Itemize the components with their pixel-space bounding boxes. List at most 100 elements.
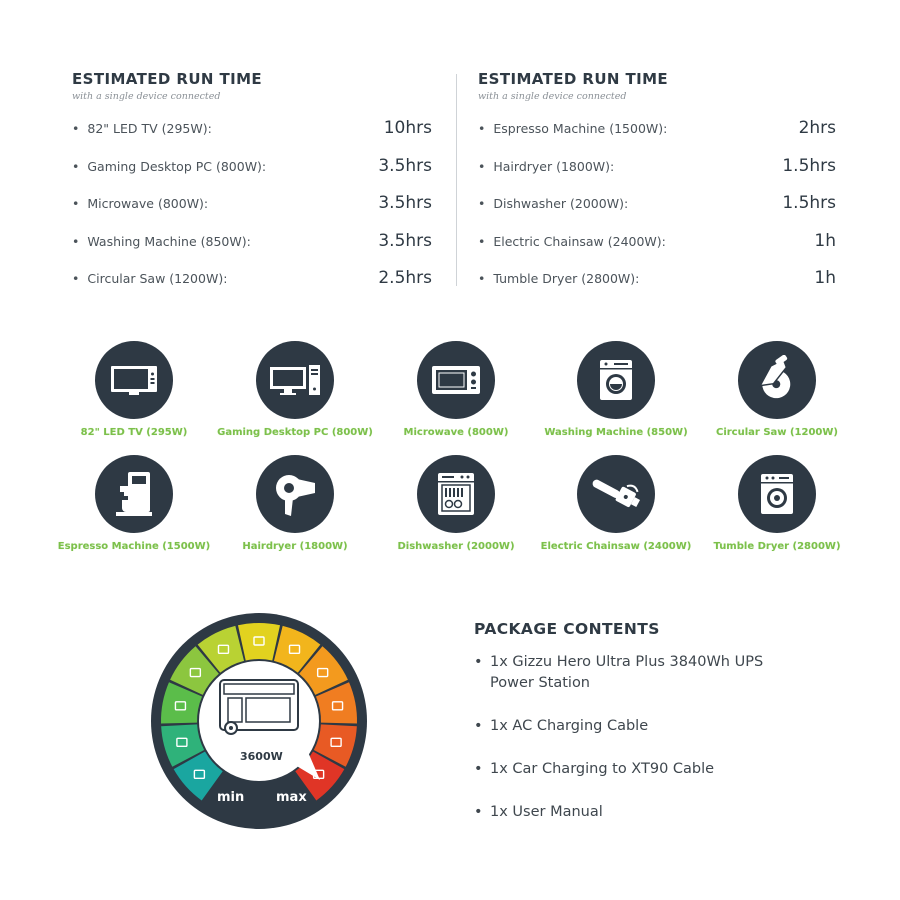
gauge-segment (237, 623, 281, 661)
device-tile-washing-machine: Washing Machine (850W) (531, 341, 701, 438)
runtime-row: Electric Chainsaw (2400W): 1h (478, 225, 836, 263)
microwave-icon (417, 341, 495, 419)
device-name: Tumble Dryer (2800W): (478, 271, 639, 286)
gauge-wattage: 3600W (240, 750, 283, 763)
gauge-segment (299, 646, 348, 695)
device-tile-dishwasher: Dishwasher (2000W) (371, 455, 541, 552)
chainsaw-icon (577, 455, 655, 533)
run-time-value: 3.5hrs (378, 155, 432, 176)
device-label: Washing Machine (850W) (544, 427, 688, 438)
device-name: Dishwasher (2000W): (478, 196, 628, 211)
hairdryer-icon (256, 455, 334, 533)
gauge-pointer (290, 752, 320, 780)
device-label: Espresso Machine (1500W) (57, 541, 211, 552)
device-tile-chainsaw: Electric Chainsaw (2400W) (531, 455, 701, 552)
appliance-icon (331, 701, 344, 711)
device-tile-desktop-pc: Gaming Desktop PC (800W) (210, 341, 380, 438)
device-label: Electric Chainsaw (2400W) (540, 541, 692, 552)
gauge-segment (315, 682, 357, 724)
runtime-title: ESTIMATED RUN TIME (72, 70, 263, 88)
runtime-row: Circular Saw (1200W): 2.5hrs (72, 262, 432, 300)
column-divider (456, 74, 457, 286)
gauge-segments (161, 623, 357, 801)
gauge-segment (161, 682, 203, 724)
device-tile-espresso-machine: Espresso Machine (1500W) (49, 455, 219, 552)
device-name: Circular Saw (1200W): (72, 271, 227, 286)
package-item: 1x User Manual (474, 802, 794, 823)
run-time-value: 2.5hrs (378, 268, 432, 288)
runtime-row: Dishwasher (2000W): 1.5hrs (478, 187, 836, 225)
device-name: 82" LED TV (295W): (72, 121, 211, 136)
tumble-dryer-icon (738, 455, 816, 533)
device-name: Electric Chainsaw (2400W): (478, 234, 666, 249)
device-tile-hairdryer: Hairdryer (1800W) (210, 455, 380, 552)
runtime-row: Microwave (800W): 3.5hrs (72, 187, 432, 225)
gauge-segment (173, 751, 223, 801)
runtime-row: Hairdryer (1800W):1.5hrs (478, 150, 836, 188)
appliance-icon (176, 737, 188, 748)
device-name: Hairdryer (1800W): (478, 159, 614, 174)
device-name: Microwave (800W): (72, 196, 208, 211)
gauge-max-label: max (276, 790, 307, 805)
runtime-row: Washing Machine (850W): 3.5hrs (72, 225, 432, 263)
gauge-segment (170, 646, 219, 695)
runtime-row: Tumble Dryer (2800W): 1h (478, 262, 836, 300)
run-time-value: 3.5hrs (378, 193, 432, 213)
appliance-icon (193, 769, 206, 780)
runtime-title: ESTIMATED RUN TIME (478, 70, 669, 88)
package-item: 1x Gizzu Hero Ultra Plus 3840Wh UPS Powe… (474, 652, 764, 694)
run-time-value: 2hrs (798, 118, 836, 138)
runtime-list: Espresso Machine (1500W): 2hrs Hairdryer … (478, 112, 848, 300)
gauge-segment (273, 625, 321, 673)
tv-icon (95, 341, 173, 419)
runtime-row: Gaming Desktop PC (800W): 3.5hrs (72, 150, 432, 188)
runtime-subtitle: with a single device connected (72, 91, 221, 102)
power-station-icon (219, 679, 299, 735)
gauge-min-label: min (217, 790, 245, 805)
device-label: Dishwasher (2000W) (397, 541, 515, 552)
device-label: Tumble Dryer (2800W) (713, 541, 841, 552)
device-label: Circular Saw (1200W) (715, 427, 838, 438)
device-label: Microwave (800W) (403, 427, 509, 438)
appliance-icon (288, 644, 301, 655)
power-gauge (151, 613, 367, 829)
device-name: Espresso Machine (1500W): (478, 121, 667, 136)
package-contents: PACKAGE CONTENTS 1x Gizzu Hero Ultra Plu… (474, 620, 794, 845)
device-tile-microwave: Microwave (800W) (371, 341, 541, 438)
device-tile-tumble-dryer: Tumble Dryer (2800W) (692, 455, 862, 552)
device-label: 82" LED TV (295W) (80, 427, 188, 438)
run-time-value: 3.5hrs (378, 230, 432, 251)
package-title: PACKAGE CONTENTS (474, 620, 660, 638)
run-time-value: 1.5hrs (782, 193, 836, 213)
appliance-icon (330, 737, 342, 748)
appliance-icon (217, 644, 230, 655)
appliance-icon (253, 636, 265, 646)
runtime-list: 82" LED TV (295W): 10hrs Gaming Desktop P… (72, 112, 442, 300)
runtime-subtitle: with a single device connected (478, 91, 627, 102)
device-tile-circular-saw: Circular Saw (1200W) (692, 341, 862, 438)
gauge-segment (313, 724, 357, 767)
washing-machine-icon (577, 341, 655, 419)
run-time-value: 1h (814, 268, 836, 288)
espresso-machine-icon (95, 455, 173, 533)
device-tile-tv: 82" LED TV (295W) (49, 341, 219, 438)
package-item: 1x AC Charging Cable (474, 716, 794, 737)
gauge-segment (161, 724, 205, 767)
device-name: Gaming Desktop PC (800W): (72, 159, 266, 174)
device-name: Washing Machine (850W): (72, 234, 250, 249)
appliance-icon (174, 701, 187, 711)
appliance-icon (189, 667, 202, 678)
runtime-row: 82" LED TV (295W): 10hrs (72, 112, 432, 150)
run-time-value: 1h (814, 230, 836, 251)
desktop-pc-icon (256, 341, 334, 419)
dishwasher-icon (417, 455, 495, 533)
circular-saw-icon (738, 341, 816, 419)
runtime-section-left: ESTIMATED RUN TIME with a single device … (72, 70, 442, 300)
gauge-segment (197, 625, 245, 673)
package-item: 1x Car Charging to XT90 Cable (474, 759, 794, 780)
package-list: 1x Gizzu Hero Ultra Plus 3840Wh UPS Powe… (474, 652, 794, 823)
run-time-value: 10hrs (383, 118, 432, 138)
runtime-row: Espresso Machine (1500W): 2hrs (478, 112, 836, 150)
device-label: Gaming Desktop PC (800W) (217, 427, 373, 438)
appliance-icon (316, 667, 329, 678)
